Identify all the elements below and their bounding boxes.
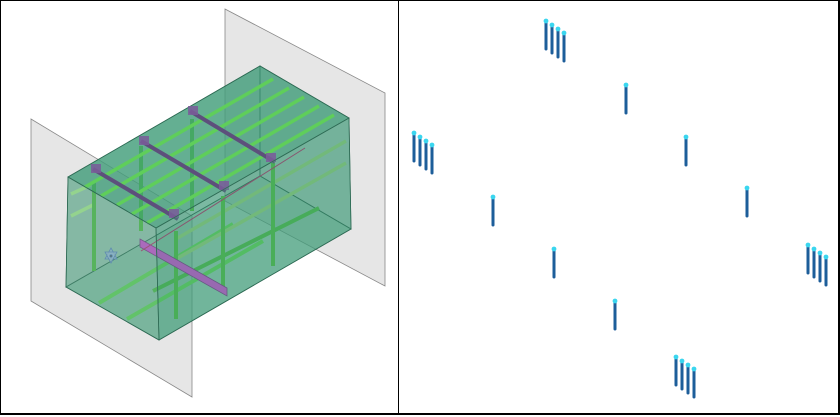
selected-girder[interactable] <box>139 238 228 297</box>
pillar-pin-icon[interactable] <box>561 30 567 63</box>
pillar-pin-icon[interactable] <box>555 26 561 59</box>
pillar-pin-icon[interactable] <box>490 194 496 227</box>
pillar-pin-icon[interactable] <box>423 138 429 171</box>
pillar-pin-icon[interactable] <box>673 354 679 387</box>
deck-longitudinals <box>84 77 335 225</box>
deck-brackets <box>91 106 276 218</box>
model-viewport[interactable] <box>0 0 399 415</box>
pillar-pin-icon[interactable] <box>679 358 685 391</box>
pillar-pin-icon[interactable] <box>805 242 811 275</box>
pin-canvas[interactable] <box>399 1 839 415</box>
pillar-pin-icon[interactable] <box>623 82 629 115</box>
deck-transverses <box>91 109 277 221</box>
floor-stiffeners <box>97 206 320 321</box>
plan-viewport[interactable] <box>398 0 840 415</box>
pillar-pin-icon[interactable] <box>551 246 557 279</box>
pillar-pin-icon[interactable] <box>823 254 829 287</box>
pillar-pin-icon[interactable] <box>612 298 618 331</box>
hull-end-wall <box>65 176 160 341</box>
pillar-pin-icon[interactable] <box>543 18 549 51</box>
pillar-pin-icon[interactable] <box>685 362 691 395</box>
pillar-pin-icon[interactable] <box>429 142 435 175</box>
pillar-pin-icon[interactable] <box>817 250 823 283</box>
pillar-pin-icon[interactable] <box>417 134 423 167</box>
axis-line <box>140 147 306 252</box>
pillar-pin-icon[interactable] <box>744 185 750 218</box>
pillar-pin-icon[interactable] <box>691 366 697 399</box>
origin-marker-icon[interactable] <box>104 247 118 264</box>
pillar-pin-icon[interactable] <box>411 130 417 163</box>
model-canvas[interactable] <box>1 1 399 415</box>
pillar-pin-icon[interactable] <box>683 134 689 167</box>
pillar-pin-icon[interactable] <box>549 22 555 55</box>
wall-stiffeners <box>70 139 347 261</box>
pillar-pin-icon[interactable] <box>811 246 817 279</box>
